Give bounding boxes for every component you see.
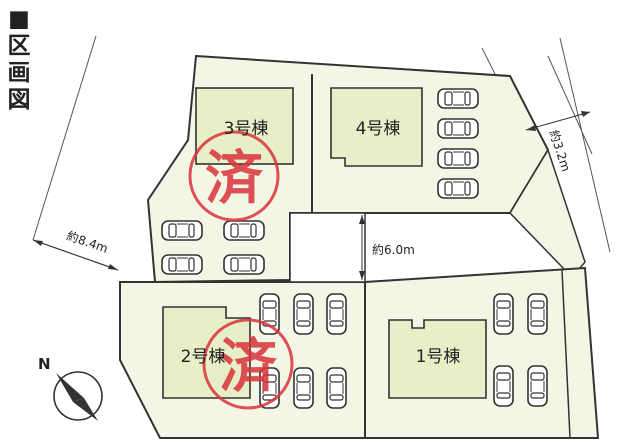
car [259,293,280,335]
car [223,220,265,241]
building-3 [195,87,294,165]
car [437,178,479,199]
stamp-text: 済 [205,144,264,212]
car [326,367,347,409]
dimension-label: 約8.4m [65,228,110,256]
sold-stamp: 済 [188,130,280,222]
car [527,293,548,335]
car [293,293,314,335]
dimension-label: 約6.0m [372,242,415,257]
lot-label-3: 3号棟 [224,119,269,139]
title-char: 画 [7,60,31,86]
title-char: 区 [7,33,31,59]
car [437,148,479,169]
car [326,293,347,335]
car [437,118,479,139]
lot-label-1: 1号棟 [416,347,461,367]
car [161,254,203,275]
north-compass: N [38,355,103,421]
sold-stamp: 済 [202,318,294,410]
car [493,293,514,335]
car [161,220,203,241]
lot-label-4: 4号棟 [356,119,401,139]
car [527,365,548,407]
dimension-driveway: 約6.0m [359,215,415,280]
driveway [289,212,366,283]
car [437,88,479,109]
building-4 [330,87,423,167]
north-label: N [38,355,51,373]
title-marker: ■ [8,6,30,32]
lot-label-2: 2号棟 [181,347,226,367]
section-title: ■ 区 画 図 [6,6,32,114]
car [223,254,265,275]
dimension-road-west: 約8.4m [32,228,119,271]
stamp-text: 済 [219,332,278,400]
car [293,367,314,409]
lot-divider [561,269,571,439]
car [493,365,514,407]
title-char: 図 [7,87,31,113]
building-1 [388,319,487,399]
